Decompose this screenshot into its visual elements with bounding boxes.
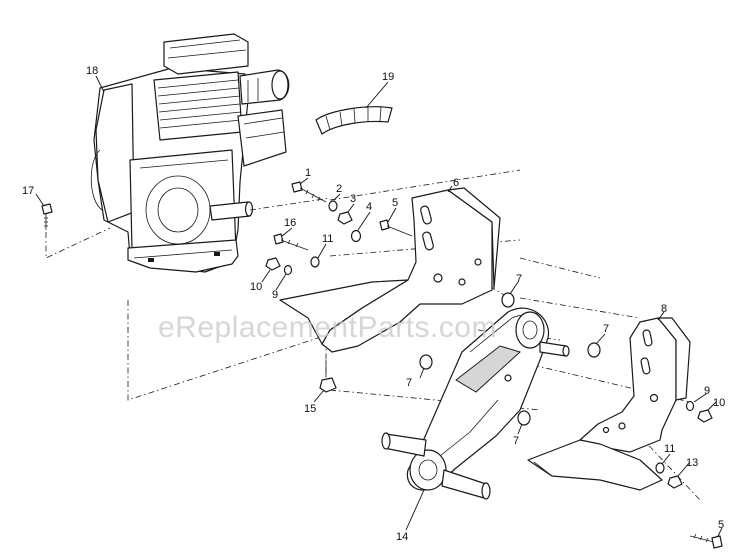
spacers-7: [419, 292, 601, 426]
callout-15: 15: [304, 403, 316, 415]
callout-14: 14: [396, 531, 408, 543]
callout-3: 3: [350, 193, 356, 205]
callout-4: 4: [366, 201, 372, 213]
left-bracket-6: [279, 187, 501, 353]
callout-7-c: 7: [406, 377, 412, 389]
callout-11-right: 11: [664, 443, 675, 455]
hardware-left: [41, 181, 413, 393]
callout-7-d: 7: [513, 435, 519, 447]
callout-9-right: 9: [704, 385, 710, 397]
belt-guard-19: [315, 106, 393, 135]
callout-5-top: 5: [392, 197, 398, 209]
callout-1: 1: [305, 167, 311, 179]
callout-17: 17: [22, 185, 34, 197]
callout-8: 8: [661, 303, 667, 315]
engine-assembly: [90, 33, 290, 273]
callout-19: 19: [382, 71, 394, 83]
callout-10-right: 10: [713, 397, 725, 409]
callout-16: 16: [284, 217, 296, 229]
callout-10-left: 10: [250, 281, 262, 293]
hardware-right: [655, 400, 723, 549]
callout-7-a: 7: [516, 273, 522, 285]
callout-labels: 18 19 17 1 2 3 4 5 6 16 11 10 9 7 7 7 7 …: [22, 65, 725, 543]
leader-lines: [35, 75, 723, 537]
callout-7-b: 7: [603, 323, 609, 335]
callout-9-left: 9: [272, 289, 278, 301]
callout-5-bottom: 5: [718, 519, 724, 531]
right-bracket-8: [527, 317, 691, 491]
callout-18: 18: [86, 65, 98, 77]
callout-6: 6: [453, 177, 459, 189]
callout-13: 13: [686, 457, 698, 469]
callout-11-left: 11: [322, 233, 333, 245]
callout-2: 2: [336, 183, 342, 195]
belt-housing: [381, 307, 570, 500]
watermark-text: eReplacementParts.com: [158, 311, 497, 344]
